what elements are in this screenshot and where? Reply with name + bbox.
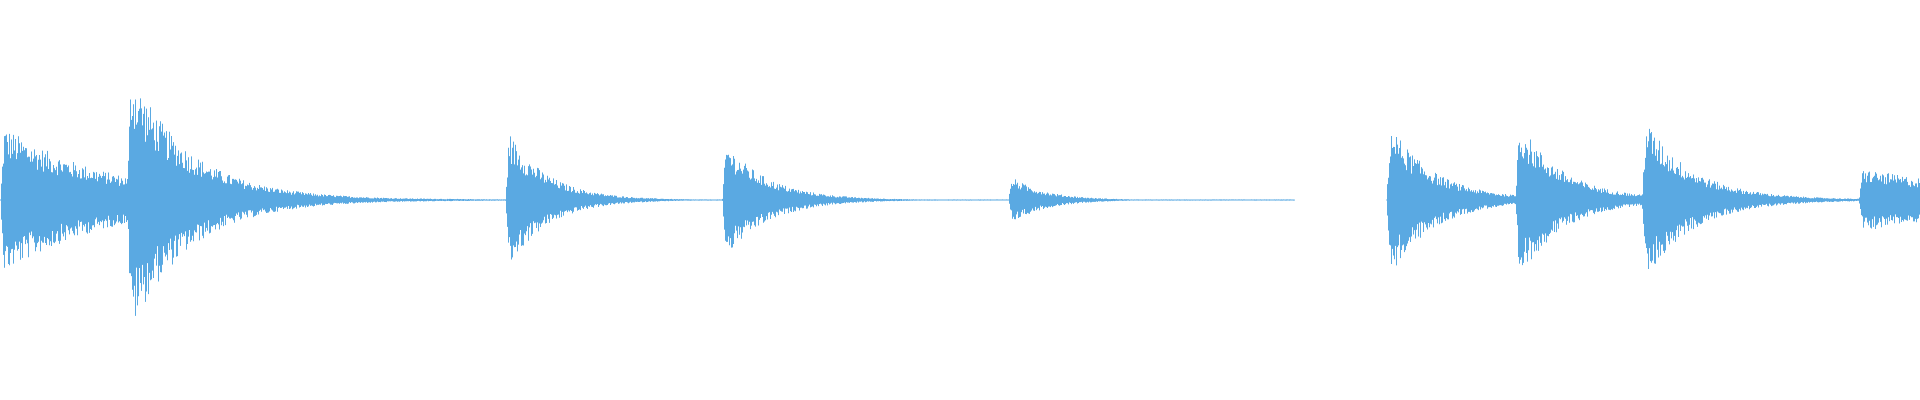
waveform-bars <box>0 98 1920 316</box>
